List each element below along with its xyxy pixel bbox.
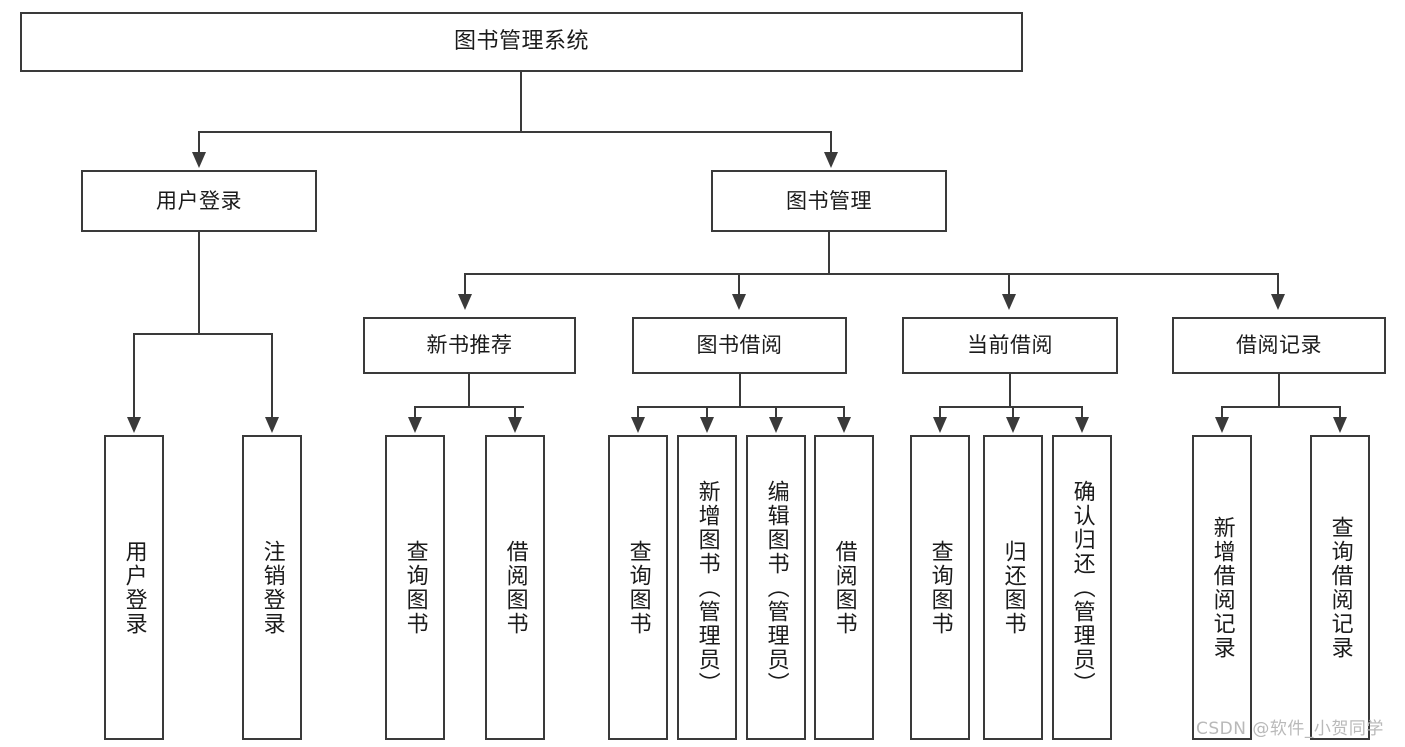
arrowhead-br-leaf-1 [1215, 417, 1229, 433]
connector-br-to-leaf-2 [1339, 406, 1341, 418]
connector-cb-to-leaf-2 [1012, 406, 1014, 418]
arrowhead-root-to-book-management [824, 152, 838, 168]
connector-cb-to-leaf-1 [939, 406, 941, 418]
arrowhead-br-leaf-2 [1333, 417, 1347, 433]
leaf-add-borrow-record[interactable]: 新增借阅记录 [1192, 435, 1252, 740]
arrowhead-new-book-leaf-1 [408, 417, 422, 433]
connector-new-book-stem [468, 374, 470, 407]
leaf-borrow-book[interactable]: 借阅图书 [814, 435, 874, 740]
node-book-management[interactable]: 图书管理 [711, 170, 947, 232]
connector-bb-to-leaf-2 [706, 406, 708, 418]
leaf-label: 借阅图书 [831, 539, 857, 636]
connector-borrow-record-stem [1278, 374, 1280, 407]
arrowhead-user-login-leaf-2 [265, 417, 279, 433]
leaf-confirm-return-admin[interactable]: 确认归还（管理员） [1052, 435, 1112, 740]
connector-root-to-book-management [830, 131, 832, 153]
leaf-label: 确认归还（管理员） [1069, 479, 1095, 696]
node-user-login[interactable]: 用户登录 [81, 170, 317, 232]
connector-bm-to-current-borrow [1008, 273, 1010, 295]
connector-bb-to-leaf-3 [775, 406, 777, 418]
leaf-query-book-recommend[interactable]: 查询图书 [385, 435, 445, 740]
node-borrow-record[interactable]: 借阅记录 [1172, 317, 1386, 374]
leaf-label: 新增借阅记录 [1209, 515, 1235, 660]
leaf-label: 查询图书 [402, 539, 428, 636]
node-book-management-system[interactable]: 图书管理系统 [20, 12, 1023, 72]
node-label: 借阅记录 [1236, 333, 1322, 358]
connector-book-borrow-stem [739, 374, 741, 407]
leaf-label: 查询借阅记录 [1327, 515, 1353, 660]
arrowhead-bm-to-borrow-record [1271, 294, 1285, 310]
connector-new-book-bar [414, 406, 524, 408]
connector-bb-to-leaf-4 [843, 406, 845, 418]
leaf-label: 查询图书 [927, 539, 953, 636]
arrowhead-cb-leaf-3 [1075, 417, 1089, 433]
connector-user-login-stem [198, 232, 200, 334]
leaf-label: 查询图书 [625, 539, 651, 636]
leaf-label: 编辑图书（管理员） [763, 479, 789, 696]
leaf-label: 新增图书（管理员） [694, 479, 720, 696]
arrowhead-bb-leaf-1 [631, 417, 645, 433]
node-current-borrow[interactable]: 当前借阅 [902, 317, 1118, 374]
arrowhead-bm-to-book-borrow [732, 294, 746, 310]
connector-root-to-user-login [198, 131, 200, 153]
leaf-add-book-admin[interactable]: 新增图书（管理员） [677, 435, 737, 740]
leaf-label: 注销登录 [259, 539, 285, 636]
leaf-logout[interactable]: 注销登录 [242, 435, 302, 740]
arrowhead-bb-leaf-2 [700, 417, 714, 433]
connector-current-borrow-stem [1009, 374, 1011, 407]
node-label: 图书管理系统 [453, 29, 589, 55]
leaf-return-book[interactable]: 归还图书 [983, 435, 1043, 740]
leaf-label: 用户登录 [121, 539, 147, 636]
node-label: 用户登录 [156, 188, 242, 213]
arrowhead-bb-leaf-3 [769, 417, 783, 433]
arrowhead-user-login-leaf-1 [127, 417, 141, 433]
connector-user-login-bar [133, 333, 273, 335]
arrowhead-bm-to-new-book [458, 294, 472, 310]
node-book-borrow[interactable]: 图书借阅 [632, 317, 847, 374]
leaf-borrow-book-recommend[interactable]: 借阅图书 [485, 435, 545, 740]
node-label: 当前借阅 [967, 333, 1053, 358]
arrowhead-root-to-user-login [192, 152, 206, 168]
arrowhead-bb-leaf-4 [837, 417, 851, 433]
node-label: 新书推荐 [426, 333, 513, 358]
connector-bm-to-new-book [464, 273, 466, 295]
connector-bm-to-borrow-record [1277, 273, 1279, 295]
connector-user-login-to-leaf-2 [271, 333, 273, 418]
connector-bm-to-book-borrow [738, 273, 740, 295]
connector-current-borrow-bar [939, 406, 1083, 408]
csdn-watermark: CSDN @软件_小贺同学 [1196, 719, 1384, 739]
connector-bb-to-leaf-1 [637, 406, 639, 418]
leaf-query-book-borrow[interactable]: 查询图书 [608, 435, 668, 740]
leaf-label: 借阅图书 [502, 539, 528, 636]
leaf-label: 归还图书 [1000, 539, 1026, 636]
leaf-user-login[interactable]: 用户登录 [104, 435, 164, 740]
connector-user-login-to-leaf-1 [133, 333, 135, 418]
leaf-query-borrow-record[interactable]: 查询借阅记录 [1310, 435, 1370, 740]
node-new-book-recommend[interactable]: 新书推荐 [363, 317, 576, 374]
connector-root-bar [198, 131, 832, 133]
connector-root-stem [520, 72, 522, 132]
connector-br-to-leaf-1 [1221, 406, 1223, 418]
leaf-query-book-current[interactable]: 查询图书 [910, 435, 970, 740]
connector-book-management-bar [464, 273, 1279, 275]
connector-book-borrow-bar [637, 406, 845, 408]
leaf-edit-book-admin[interactable]: 编辑图书（管理员） [746, 435, 806, 740]
connector-new-book-to-leaf-1 [414, 406, 416, 418]
arrowhead-cb-leaf-2 [1006, 417, 1020, 433]
node-label: 图书借阅 [696, 333, 783, 358]
node-label: 图书管理 [786, 188, 872, 213]
connector-new-book-to-leaf-2 [514, 406, 516, 418]
connector-borrow-record-bar [1221, 406, 1339, 408]
arrowhead-bm-to-current-borrow [1002, 294, 1016, 310]
arrowhead-new-book-leaf-2 [508, 417, 522, 433]
connector-book-management-stem [828, 232, 830, 274]
connector-cb-to-leaf-3 [1081, 406, 1083, 418]
arrowhead-cb-leaf-1 [933, 417, 947, 433]
